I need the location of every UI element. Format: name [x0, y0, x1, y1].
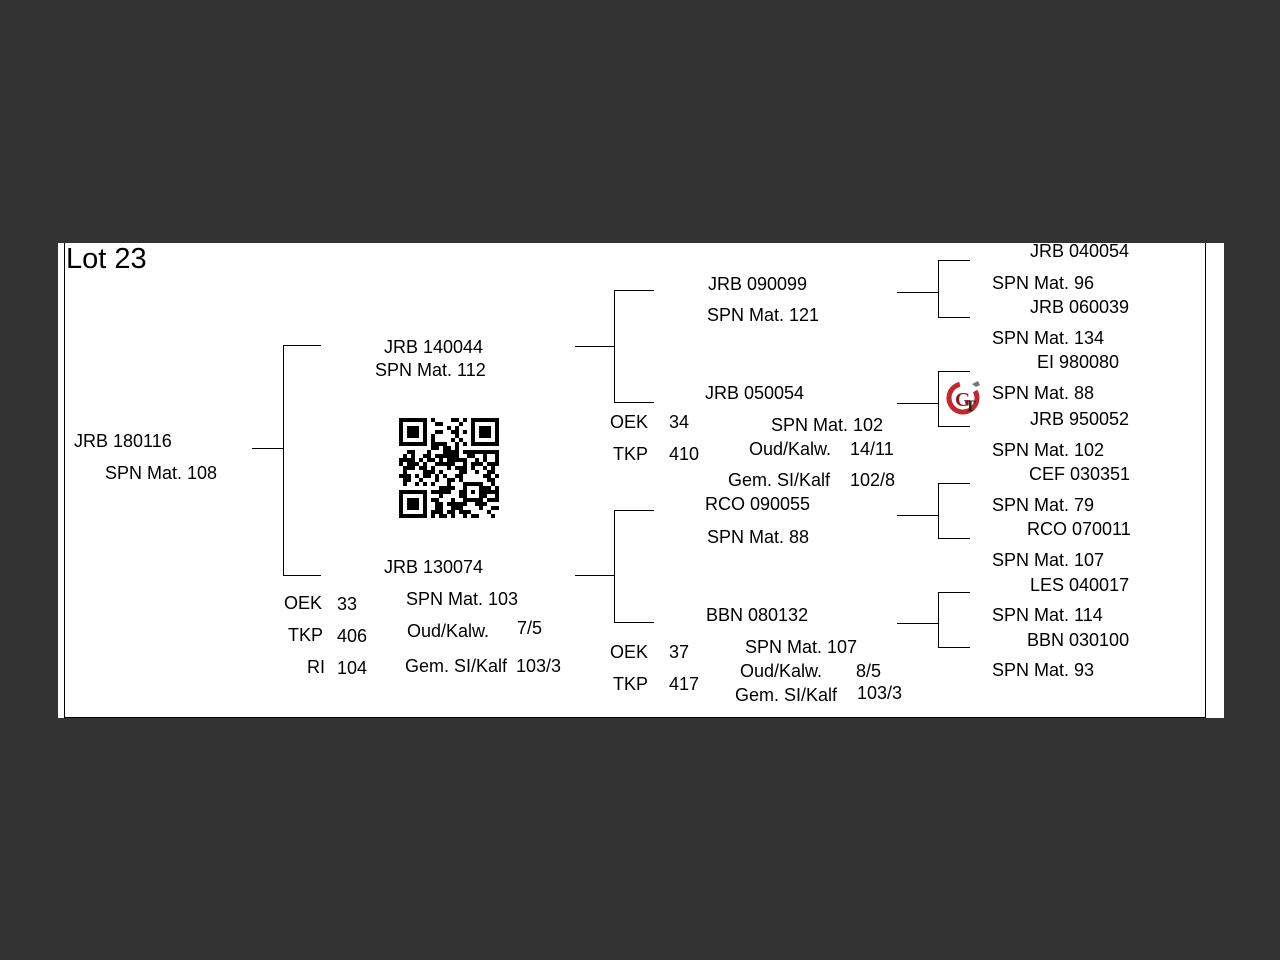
- ssd-id: JRB 060039: [1030, 297, 1130, 317]
- animal-id: JRB 180116: [74, 431, 172, 451]
- sire-sire-id: JRB 090099: [708, 274, 808, 294]
- sire-dam-gem-label: Gem. SI/Kalf: [728, 470, 831, 490]
- connector-line: [938, 483, 970, 484]
- connector-line: [283, 345, 284, 575]
- connector-line: [897, 403, 938, 404]
- dds-mat: SPN Mat. 114: [992, 605, 1103, 625]
- connector-line: [938, 260, 970, 261]
- sire-dam-gem-value: 102/8: [850, 470, 896, 490]
- dam-gem-value: 103/3: [516, 656, 562, 676]
- bottom-border-line: [64, 717, 1206, 718]
- dam-tkp-label: TKP: [288, 625, 324, 645]
- dam-oek-value: 33: [337, 594, 358, 614]
- dam-oud-label: Oud/Kalw.: [407, 621, 490, 641]
- ddd-mat: SPN Mat. 93: [992, 660, 1095, 680]
- sdd-mat: SPN Mat. 102: [992, 440, 1105, 460]
- connector-line: [938, 371, 939, 426]
- dss-id: CEF 030351: [1029, 464, 1131, 484]
- dam-dam-gem-label: Gem. SI/Kalf: [735, 685, 838, 705]
- animal-mat: SPN Mat. 108: [105, 463, 218, 483]
- connector-line: [897, 292, 938, 293]
- dam-oud-value: 7/5: [517, 618, 543, 638]
- connector-line: [938, 592, 970, 593]
- dsd-mat: SPN Mat. 107: [992, 550, 1105, 570]
- connector-line: [897, 515, 938, 516]
- right-border-line: [1205, 243, 1206, 718]
- sdd-id: JRB 950052: [1030, 409, 1130, 429]
- dam-gem-label: Gem. SI/Kalf: [405, 656, 508, 676]
- left-border-line: [64, 243, 65, 718]
- dam-id: JRB 130074: [384, 557, 484, 577]
- dam-dam-oek-value: 37: [669, 642, 690, 662]
- dam-tkp-value: 406: [337, 626, 368, 646]
- dam-dam-oud-value: 8/5: [856, 661, 882, 681]
- dsd-id: RCO 070011: [1027, 519, 1131, 539]
- sire-sire-mat: SPN Mat. 121: [707, 305, 820, 325]
- dam-dam-tkp-value: 417: [669, 674, 700, 694]
- sire-dam-tkp-value: 410: [669, 444, 700, 464]
- sire-dam-tkp-label: TKP: [613, 444, 649, 464]
- dam-dam-gem-value: 103/3: [857, 683, 903, 703]
- lot-title: Lot 23: [66, 243, 147, 275]
- qr-code-icon: [399, 418, 499, 518]
- connector-line: [283, 575, 321, 576]
- sds-mat: SPN Mat. 88: [992, 383, 1095, 403]
- connector-line: [938, 260, 939, 317]
- connector-line: [897, 623, 938, 624]
- connector-line: [938, 538, 970, 539]
- dss-mat: SPN Mat. 79: [992, 495, 1095, 515]
- connector-line: [614, 622, 654, 623]
- connector-line: [938, 647, 970, 648]
- ssd-mat: SPN Mat. 134: [992, 328, 1105, 348]
- sire-dam-mat: SPN Mat. 102: [771, 415, 884, 435]
- sds-id: EI 980080: [1037, 352, 1120, 372]
- connector-line: [252, 448, 283, 449]
- connector-line: [938, 592, 939, 647]
- svg-text:G: G: [955, 389, 971, 411]
- gt-logo-icon: G T: [946, 378, 984, 416]
- connector-line: [938, 371, 970, 372]
- ssss-id: JRB 040054: [1030, 243, 1130, 261]
- sire-dam-oud-label: Oud/Kalw.: [749, 439, 832, 459]
- connector-line: [614, 290, 615, 402]
- dam-sire-mat: SPN Mat. 88: [707, 527, 810, 547]
- connector-line: [283, 345, 321, 346]
- connector-line: [614, 402, 654, 403]
- ddd-id: BBN 030100: [1027, 630, 1130, 650]
- dam-dam-oud-label: Oud/Kalw.: [740, 661, 823, 681]
- sire-mat: SPN Mat. 112: [375, 360, 486, 380]
- sire-dam-oek-label: OEK: [610, 412, 649, 432]
- connector-line: [575, 346, 614, 347]
- sire-dam-id: JRB 050054: [705, 383, 805, 403]
- connector-line: [938, 317, 970, 318]
- dam-oek-label: OEK: [284, 593, 323, 613]
- connector-line: [614, 290, 654, 291]
- connector-line: [614, 510, 654, 511]
- dds-id: LES 040017: [1030, 575, 1130, 595]
- dam-sire-id: RCO 090055: [705, 494, 811, 514]
- connector-line: [614, 510, 615, 622]
- connector-line: [938, 426, 970, 427]
- connector-line: [575, 575, 614, 576]
- pedigree-sheet: Lot 23 JRB 180116 SPN Mat. 108 JRB 14004…: [58, 243, 1224, 718]
- dam-dam-tkp-label: TKP: [613, 674, 649, 694]
- dam-mat: SPN Mat. 103: [406, 589, 519, 609]
- sire-id: JRB 140044: [384, 337, 484, 357]
- connector-line: [938, 483, 939, 538]
- dam-dam-id: BBN 080132: [706, 605, 809, 625]
- dam-ri-label: RI: [307, 657, 325, 677]
- dam-dam-oek-label: OEK: [610, 642, 649, 662]
- svg-text:T: T: [965, 398, 976, 415]
- dam-ri-value: 104: [337, 658, 368, 678]
- ssss-mat: SPN Mat. 96: [992, 273, 1095, 293]
- sire-dam-oud-value: 14/11: [850, 439, 894, 459]
- dam-dam-mat: SPN Mat. 107: [745, 637, 858, 657]
- sire-dam-oek-value: 34: [669, 412, 690, 432]
